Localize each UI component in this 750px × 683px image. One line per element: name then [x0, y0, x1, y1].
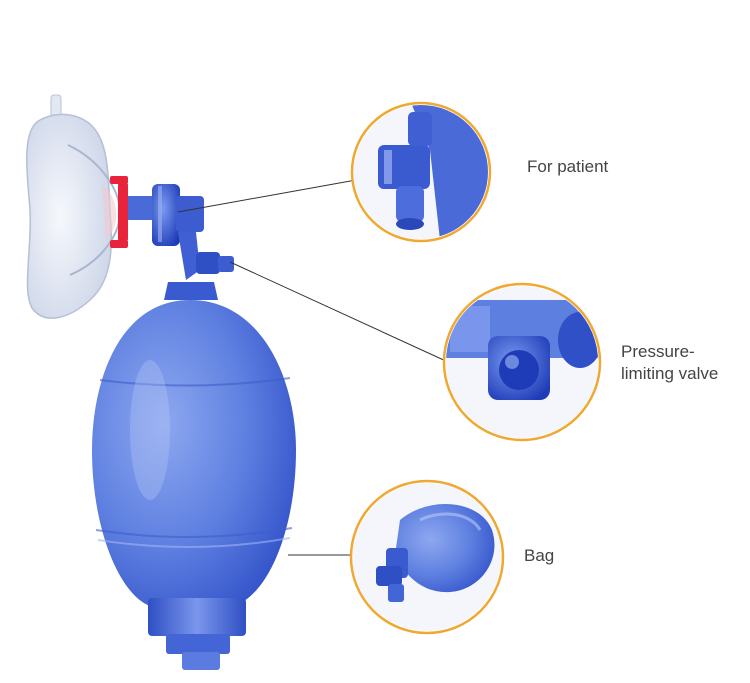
callout-bag-image	[349, 479, 505, 635]
callout-patient-image	[350, 101, 492, 243]
callout-valve-image	[442, 282, 602, 442]
callout-label-valve-line2: limiting valve	[621, 364, 719, 383]
face-mask	[25, 94, 122, 319]
callout-label-bag: Bag	[524, 546, 555, 565]
patient-valve	[128, 184, 204, 246]
callout-label-patient: For patient	[527, 157, 609, 176]
leader-line-patient	[177, 179, 357, 213]
callout-label-valve: Pressure- limiting valve	[621, 341, 741, 385]
callout-label-valve-line1: Pressure-	[621, 342, 695, 361]
leader-line-valve	[229, 261, 449, 363]
connector-neck	[178, 232, 234, 280]
red-clip	[110, 176, 128, 248]
bag	[92, 282, 296, 670]
